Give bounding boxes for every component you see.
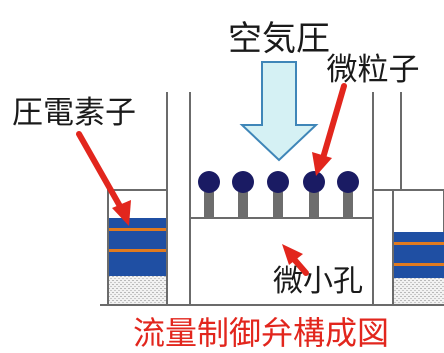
particles-pointer-arrow: [312, 83, 347, 176]
air-pressure-arrow: [239, 61, 319, 162]
particles-label: 微粒子: [327, 52, 420, 88]
left-piezo-stack: [107, 189, 168, 306]
particles: [198, 171, 359, 193]
micro-hole-pointer-arrow: [282, 244, 309, 276]
piezo-label: 圧電素子: [12, 95, 136, 131]
air-pressure-label: 空気圧: [228, 19, 330, 59]
right-piezo-stack: [373, 189, 444, 306]
piezo-pointer-arrow: [76, 131, 131, 226]
micro-hole-label: 微小孔: [273, 264, 363, 299]
diagram-caption: 流量制御弁構成図: [133, 314, 389, 352]
micro-hole-stems: [204, 192, 353, 218]
